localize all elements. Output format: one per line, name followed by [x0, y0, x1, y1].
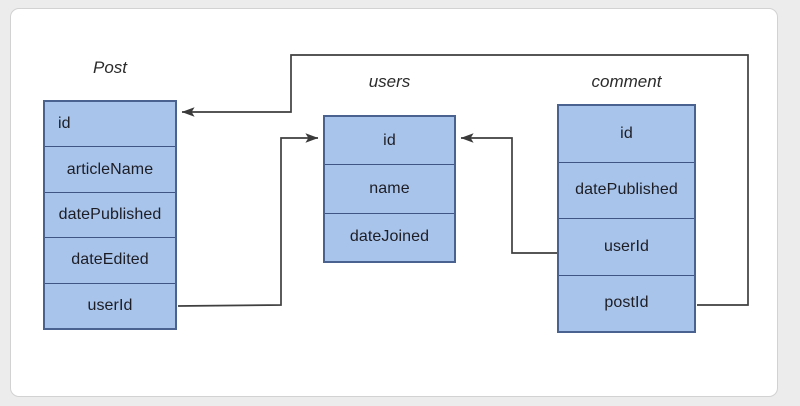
entity-comment[interactable]: comment id datePublished userId postId	[557, 72, 696, 333]
entity-comment-title: comment	[591, 72, 662, 91]
attribute-post-dateedited[interactable]: dateEdited	[45, 238, 175, 284]
edge-comment-userid-to-users-id	[460, 133, 557, 254]
attribute-comment-id[interactable]: id	[559, 106, 694, 163]
entity-post-title: Post	[92, 58, 128, 77]
edge-post-userid-to-users-id	[177, 133, 319, 307]
attribute-users-id[interactable]: id	[325, 117, 454, 166]
attribute-post-userid[interactable]: userId	[87, 296, 133, 314]
entity-users-title: users	[368, 72, 411, 91]
attribute-users-name[interactable]: name	[325, 165, 454, 214]
attribute-comment-datepublished[interactable]: datePublished	[559, 163, 694, 219]
attribute-post-id[interactable]: id	[45, 102, 175, 148]
attribute-comment-postid[interactable]: postId	[604, 294, 649, 312]
entity-comment-attribute-list: id datePublished userId postId	[557, 104, 696, 333]
attribute-post-datepublished[interactable]: datePublished	[45, 193, 175, 239]
entity-post-attribute-list: id articleName datePublished dateEdited …	[43, 100, 177, 330]
attribute-post-articlename[interactable]: articleName	[45, 147, 175, 193]
attribute-comment-userid[interactable]: userId	[559, 219, 694, 276]
attribute-users-datejoined[interactable]: dateJoined	[349, 228, 430, 246]
entity-users[interactable]: users id name dateJoined	[323, 72, 456, 263]
entity-post[interactable]: Post id articleName datePublished dateEd…	[43, 58, 177, 330]
entity-users-attribute-list: id name dateJoined	[323, 115, 456, 263]
